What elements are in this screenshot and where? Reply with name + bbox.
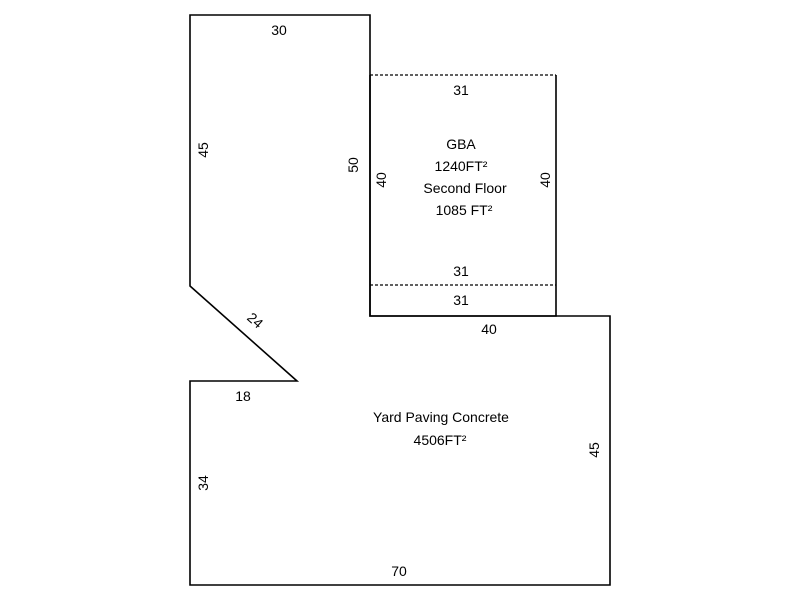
dim-gba-left: 40	[373, 172, 389, 188]
second-floor-label: Second Floor	[423, 180, 507, 196]
gba-label: GBA	[446, 136, 476, 152]
dim-left-side-lower: 34	[195, 475, 211, 491]
dim-notch: 18	[235, 388, 251, 404]
yard-outline	[189, 14, 611, 586]
dim-gba-right: 40	[537, 172, 553, 188]
dim-bottom: 70	[391, 563, 407, 579]
dim-left-side-upper: 45	[195, 142, 211, 158]
dim-yard-top: 40	[481, 321, 497, 337]
dim-right-side: 45	[586, 442, 602, 458]
yard-label: Yard Paving Concrete	[373, 409, 509, 425]
dim-gba-top: 31	[453, 82, 469, 98]
dim-lower-strip: 31	[453, 292, 469, 308]
second-floor-area: 1085 FT²	[436, 202, 493, 218]
yard-area: 4506FT²	[414, 432, 467, 448]
dim-gba-bottom: 31	[453, 263, 469, 279]
dim-diagonal: 24	[244, 309, 266, 331]
gba-outline	[369, 75, 557, 317]
dim-top-left-width: 30	[271, 22, 287, 38]
dim-middle-left-height: 50	[345, 157, 361, 173]
gba-area: 1240FT²	[435, 158, 488, 174]
